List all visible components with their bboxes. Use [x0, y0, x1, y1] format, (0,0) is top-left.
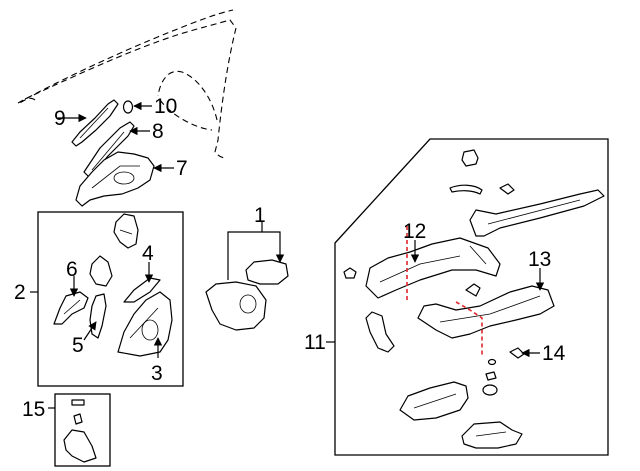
- part-13-side-member[interactable]: [417, 285, 555, 339]
- part-15-clip[interactable]: [73, 413, 83, 425]
- part-2-upper-bracket[interactable]: [113, 213, 139, 249]
- group-15-frame: [54, 393, 111, 467]
- callout-15: 15: [22, 398, 45, 421]
- part-11-small-round[interactable]: [482, 384, 498, 396]
- part-11-small-piece[interactable]: [465, 283, 481, 297]
- fender-outline: [17, 9, 237, 159]
- part-11-cap[interactable]: [461, 149, 479, 167]
- part-11-bottom-bracket[interactable]: [461, 421, 523, 449]
- callout-7: 7: [176, 157, 188, 180]
- part-9-bracket[interactable]: [71, 99, 119, 147]
- callout-6: 6: [66, 258, 78, 281]
- part-10-clip[interactable]: [122, 100, 134, 114]
- part-15-pin[interactable]: [71, 399, 85, 406]
- callout-2: 2: [14, 281, 26, 304]
- part-4-strip[interactable]: [123, 277, 161, 303]
- callout-8: 8: [152, 120, 164, 143]
- cut-line-13: [455, 301, 483, 356]
- part-1-right-piece[interactable]: [245, 259, 289, 285]
- part-2-gusset[interactable]: [89, 255, 113, 287]
- part-11-small-clip-a[interactable]: [487, 358, 497, 366]
- part-1-left-piece[interactable]: [205, 281, 267, 331]
- part-11-rocker[interactable]: [469, 189, 605, 237]
- leader-lines: [30, 101, 545, 409]
- callout-13: 13: [528, 248, 551, 271]
- callout-1: 1: [254, 204, 266, 227]
- part-11-curved-strip[interactable]: [449, 184, 483, 195]
- part-11-grommet[interactable]: [343, 267, 357, 279]
- part-7-apron[interactable]: [75, 151, 155, 207]
- callout-3: 3: [151, 362, 163, 385]
- part-15-bracket[interactable]: [63, 429, 97, 463]
- callout-11: 11: [304, 331, 326, 354]
- part-6-bracket[interactable]: [53, 291, 89, 325]
- callout-5: 5: [72, 334, 84, 357]
- part-5-stay[interactable]: [89, 293, 107, 339]
- part-11-vertical-bracket[interactable]: [365, 311, 395, 353]
- callout-9: 9: [54, 107, 66, 130]
- group-2-frame: [37, 211, 184, 387]
- callout-12: 12: [403, 220, 426, 243]
- part-12-side-member[interactable]: [365, 237, 501, 299]
- callout-4: 4: [142, 242, 154, 265]
- callout-10: 10: [154, 95, 177, 118]
- group-11-frame: [334, 138, 609, 456]
- part-11-small-bracket[interactable]: [499, 183, 515, 195]
- part-14-clip[interactable]: [509, 347, 525, 359]
- part-11-lower-bracket[interactable]: [399, 381, 469, 421]
- callout-14: 14: [542, 342, 566, 365]
- part-11-small-clip-b[interactable]: [485, 371, 497, 381]
